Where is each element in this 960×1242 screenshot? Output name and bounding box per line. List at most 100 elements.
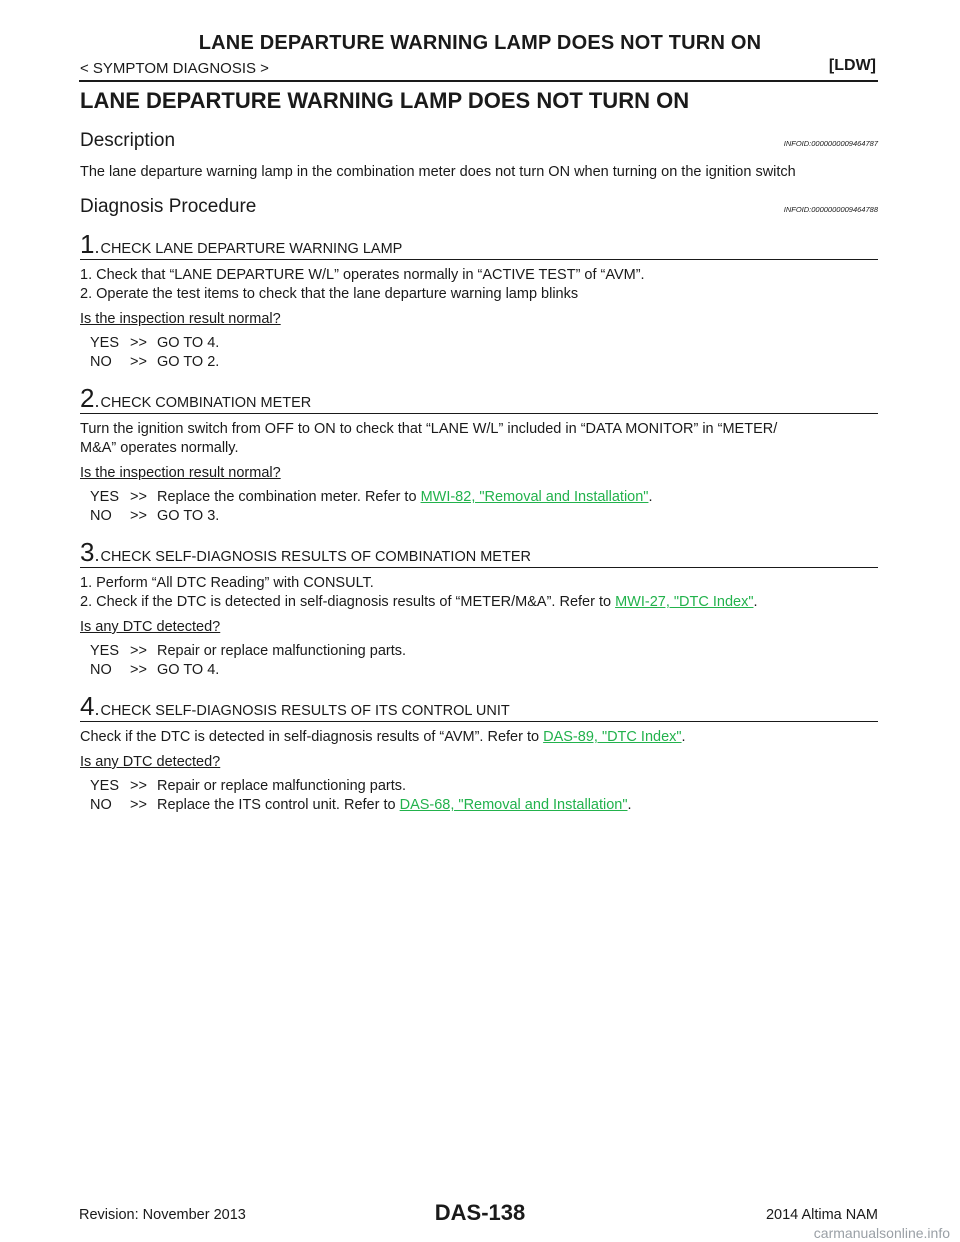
- answer-no: NO >> GO TO 2.: [90, 353, 878, 372]
- instruction-text: 2. Check if the DTC is detected in self-…: [80, 594, 616, 610]
- header-divider: [79, 80, 878, 82]
- step-title: CHECK COMBINATION METER: [100, 395, 312, 411]
- description-title: Description: [80, 130, 176, 151]
- section-tag: [LDW]: [828, 57, 876, 74]
- diagnosis-title: Diagnosis Procedure: [80, 196, 257, 217]
- answer-key: YES: [90, 778, 120, 794]
- answer-list: YES >> Replace the combination meter. Re…: [90, 488, 878, 526]
- answer-text: GO TO 4.: [157, 662, 220, 678]
- answer-tail: .: [627, 797, 632, 813]
- step-3: 3. CHECK SELF-DIAGNOSIS RESULTS OF COMBI…: [80, 538, 878, 680]
- answer-yes: YES >> GO TO 4.: [90, 334, 878, 353]
- step-title: CHECK LANE DEPARTURE WARNING LAMP: [100, 241, 403, 257]
- answer-arrow: >>: [130, 335, 147, 351]
- page-title: LANE DEPARTURE WARNING LAMP DOES NOT TUR…: [80, 88, 690, 113]
- instruction-text: Check if the DTC is detected in self-dia…: [80, 729, 544, 745]
- step-instructions: 1. Check that “LANE DEPARTURE W/L” opera…: [80, 266, 878, 304]
- description-infoid: INFOID:0000000009464787: [783, 139, 878, 148]
- step-dot: .: [94, 237, 100, 257]
- step-title: CHECK SELF-DIAGNOSIS RESULTS OF COMBINAT…: [100, 549, 531, 565]
- answer-yes: YES >> Repair or replace malfunctioning …: [90, 642, 878, 661]
- answer-key: NO: [90, 508, 112, 524]
- answer-text: Repair or replace malfunctioning parts.: [157, 778, 407, 794]
- answer-list: YES >> Repair or replace malfunctioning …: [90, 777, 878, 815]
- answer-key: NO: [90, 354, 112, 370]
- inspection-question: Is any DTC detected?: [80, 619, 221, 635]
- description-text: The lane departure warning lamp in the c…: [80, 164, 796, 180]
- answer-arrow: >>: [130, 797, 147, 813]
- answer-text: GO TO 2.: [157, 354, 220, 370]
- step-header: 2. CHECK COMBINATION METER: [80, 384, 878, 414]
- step-title: CHECK SELF-DIAGNOSIS RESULTS OF ITS CONT…: [100, 703, 510, 719]
- breadcrumb: < SYMPTOM DIAGNOSIS >: [80, 60, 269, 77]
- diagnosis-infoid: INFOID:0000000009464788: [783, 205, 878, 214]
- step-4: 4. CHECK SELF-DIAGNOSIS RESULTS OF ITS C…: [80, 692, 878, 815]
- answer-arrow: >>: [130, 489, 147, 505]
- description-header: Description INFOID:0000000009464787: [80, 130, 878, 152]
- content-area: LANE DEPARTURE WARNING LAMP DOES NOT TUR…: [80, 86, 878, 815]
- step-number: 2: [80, 383, 95, 413]
- answer-text: GO TO 4.: [157, 335, 220, 351]
- answer-key: YES: [90, 335, 120, 351]
- answer-content: Replace the ITS control unit. Refer to D…: [157, 796, 632, 815]
- page-number: DAS-138: [434, 1200, 526, 1225]
- instruction-line: 1. Check that “LANE DEPARTURE W/L” opera…: [80, 267, 645, 283]
- answer-text: GO TO 3.: [157, 508, 220, 524]
- answer-no: NO >> GO TO 4.: [90, 661, 878, 680]
- answer-key: NO: [90, 662, 112, 678]
- answer-yes: YES >> Repair or replace malfunctioning …: [90, 777, 878, 796]
- step-header: 4. CHECK SELF-DIAGNOSIS RESULTS OF ITS C…: [80, 692, 878, 722]
- step-instructions: 1. Perform “All DTC Reading” with CONSUL…: [80, 574, 878, 612]
- answer-text: Replace the combination meter. Refer to: [157, 489, 421, 505]
- inspection-question: Is the inspection result normal?: [80, 311, 281, 327]
- answer-yes: YES >> Replace the combination meter. Re…: [90, 488, 878, 507]
- instruction-line: 2. Check if the DTC is detected in self-…: [80, 593, 878, 612]
- reference-link-mwi-27[interactable]: MWI-27, "DTC Index": [615, 594, 754, 610]
- instruction-line: 2. Operate the test items to check that …: [80, 286, 579, 302]
- step-2: 2. CHECK COMBINATION METER Turn the igni…: [80, 384, 878, 526]
- answer-arrow: >>: [130, 643, 147, 659]
- step-number: 3: [80, 537, 95, 567]
- step-number: 1: [80, 229, 95, 259]
- answer-arrow: >>: [130, 778, 147, 794]
- step-dot: .: [94, 391, 100, 411]
- diagnosis-header: Diagnosis Procedure INFOID:0000000009464…: [80, 196, 878, 218]
- answer-list: YES >> Repair or replace malfunctioning …: [90, 642, 878, 680]
- inspection-question: Is any DTC detected?: [80, 754, 221, 770]
- revision-date: Revision: November 2013: [79, 1207, 246, 1223]
- running-title: LANE DEPARTURE WARNING LAMP DOES NOT TUR…: [198, 32, 762, 54]
- step-instructions: Check if the DTC is detected in self-dia…: [80, 728, 878, 747]
- instruction-line: Check if the DTC is detected in self-dia…: [80, 728, 878, 747]
- reference-link-das-68[interactable]: DAS-68, "Removal and Installation": [399, 797, 628, 813]
- answer-key: YES: [90, 489, 120, 505]
- inspection-question: Is the inspection result normal?: [80, 465, 281, 481]
- step-number: 4: [80, 691, 95, 721]
- step-header: 3. CHECK SELF-DIAGNOSIS RESULTS OF COMBI…: [80, 538, 878, 568]
- model-name: 2014 Altima NAM: [765, 1207, 878, 1223]
- instruction-line: M&A” operates normally.: [80, 440, 239, 456]
- answer-tail: .: [648, 489, 653, 505]
- step-dot: .: [94, 545, 100, 565]
- answer-text: Repair or replace malfunctioning parts.: [157, 643, 407, 659]
- reference-link-mwi-82[interactable]: MWI-82, "Removal and Installation": [420, 489, 649, 505]
- answer-no: NO >> GO TO 3.: [90, 507, 878, 526]
- instruction-line: Turn the ignition switch from OFF to ON …: [80, 421, 778, 437]
- reference-link-das-89[interactable]: DAS-89, "DTC Index": [543, 729, 682, 745]
- answer-list: YES >> GO TO 4. NO >> GO TO 2.: [90, 334, 878, 372]
- step-instructions: Turn the ignition switch from OFF to ON …: [80, 420, 878, 458]
- step-header: 1. CHECK LANE DEPARTURE WARNING LAMP: [80, 230, 878, 260]
- answer-arrow: >>: [130, 508, 147, 524]
- step-1: 1. CHECK LANE DEPARTURE WARNING LAMP 1. …: [80, 230, 878, 372]
- answer-text: Replace the ITS control unit. Refer to: [157, 797, 400, 813]
- answer-arrow: >>: [130, 662, 147, 678]
- answer-no: NO >> Replace the ITS control unit. Refe…: [90, 796, 878, 815]
- instruction-tail: .: [681, 729, 686, 745]
- step-dot: .: [94, 699, 100, 719]
- watermark: carmanualsonline.info: [813, 1225, 950, 1241]
- answer-arrow: >>: [130, 354, 147, 370]
- answer-content: Replace the combination meter. Refer to …: [157, 488, 652, 507]
- instruction-tail: .: [753, 594, 758, 610]
- answer-key: NO: [90, 797, 112, 813]
- answer-key: YES: [90, 643, 120, 659]
